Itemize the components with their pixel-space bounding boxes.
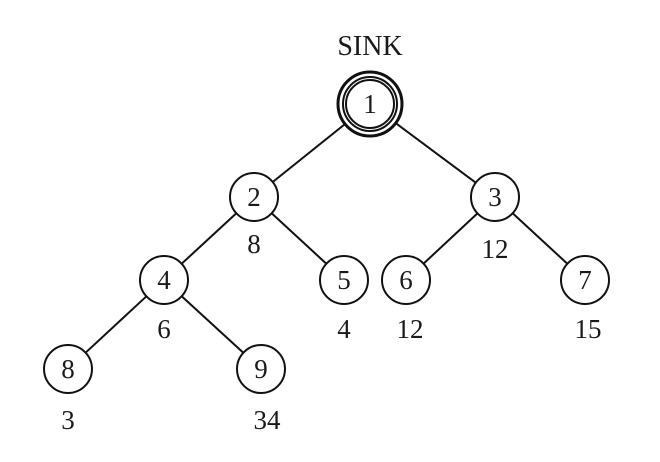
node-label-3: 3 xyxy=(488,182,502,212)
node-value-8: 3 xyxy=(61,405,75,435)
node-circle-5 xyxy=(319,255,369,305)
node-value-2: 8 xyxy=(247,229,261,259)
edge-1-3 xyxy=(395,122,477,184)
node-label-2: 2 xyxy=(247,182,261,212)
node-value-6: 12 xyxy=(397,314,424,344)
node-value-4: 6 xyxy=(157,314,171,344)
node-circle-9 xyxy=(236,344,286,394)
node-circle-1 xyxy=(345,79,395,129)
edge-3-7 xyxy=(511,212,569,265)
node-2: 28 xyxy=(229,172,279,259)
node-label-9: 9 xyxy=(254,354,268,384)
edge-2-5 xyxy=(270,212,328,265)
node-9: 9 34 xyxy=(236,344,286,435)
node-value-3: 12 xyxy=(482,234,509,264)
node-4: 46 xyxy=(139,255,189,344)
edge-4-9 xyxy=(181,295,244,354)
node-label-5: 5 xyxy=(337,265,351,295)
edge-2-4 xyxy=(180,212,238,265)
node-5: 54 xyxy=(319,255,369,344)
node-label-1: 1 xyxy=(363,89,377,119)
sink-label: SINK xyxy=(337,31,402,62)
edge-1-2 xyxy=(272,123,346,183)
node-circle-3 xyxy=(470,172,520,222)
edge-4-8 xyxy=(84,295,148,354)
node-6: 6 12 xyxy=(381,255,431,344)
node-label-7: 7 xyxy=(578,265,592,295)
node-label-4: 4 xyxy=(157,265,171,295)
edge-3-6 xyxy=(422,212,479,265)
node-7: 7 15 xyxy=(560,255,610,344)
node-circle-2 xyxy=(229,172,279,222)
node-3: 3 12 xyxy=(470,172,520,264)
sink-inner-ring xyxy=(342,76,398,132)
node-8: 83 xyxy=(43,344,93,435)
node-value-5: 4 xyxy=(337,314,351,344)
node-label-8: 8 xyxy=(61,354,75,384)
node-circle-7 xyxy=(560,255,610,305)
node-circle-8 xyxy=(43,344,93,394)
sink-node: 1 xyxy=(336,70,404,138)
node-circle-4 xyxy=(139,255,189,305)
node-circle-6 xyxy=(381,255,431,305)
edges-layer xyxy=(84,122,569,354)
node-value-7: 15 xyxy=(575,314,602,344)
node-label-6: 6 xyxy=(399,265,413,295)
node-value-9: 34 xyxy=(254,405,282,435)
